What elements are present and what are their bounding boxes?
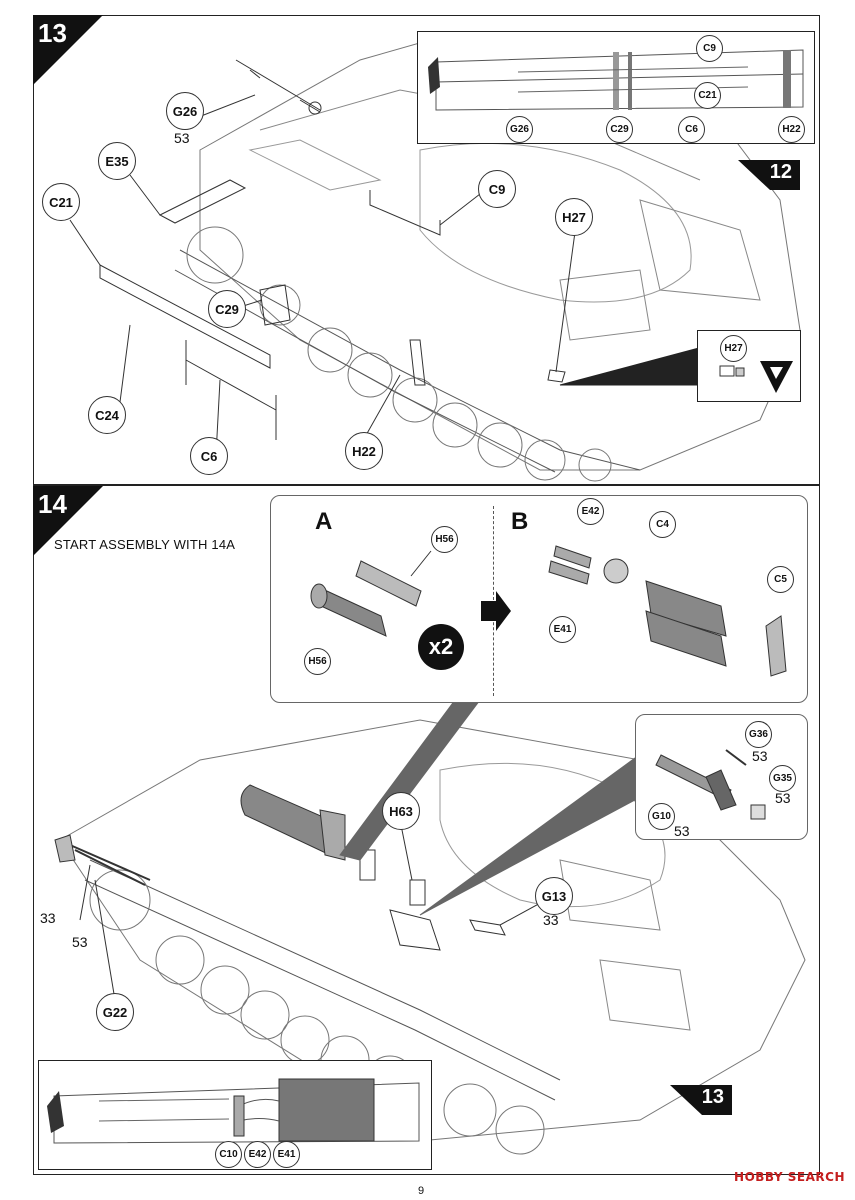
inset-side-drawing bbox=[428, 49, 804, 111]
inset-callout-e41: E41 bbox=[273, 1141, 300, 1168]
callout-g35: G35 bbox=[769, 765, 796, 792]
page-number: 9 bbox=[418, 1185, 425, 1197]
quantity-x2-badge: x2 bbox=[418, 624, 464, 670]
callout-g10: G10 bbox=[648, 803, 675, 830]
callout-c9: C9 bbox=[478, 170, 516, 208]
inset-right-drawing bbox=[655, 749, 766, 820]
callout-h27: H27 bbox=[555, 198, 593, 236]
inset-callout-c9: C9 bbox=[696, 35, 723, 62]
callout-e41-b: E41 bbox=[549, 616, 576, 643]
callout-h22: H22 bbox=[345, 432, 383, 470]
inset-callout-e42: E42 bbox=[244, 1141, 271, 1168]
callout-e42-b: E42 bbox=[577, 498, 604, 525]
detail-callout-h27: H27 bbox=[720, 335, 747, 362]
callout-c4: C4 bbox=[649, 511, 676, 538]
paint-code-g36: 53 bbox=[752, 748, 768, 764]
inset-callout-c21: C21 bbox=[694, 82, 721, 109]
inset-right-14: G36 53 G35 53 G10 53 bbox=[635, 714, 808, 840]
step-14-tab: 14 bbox=[33, 486, 103, 556]
previous-step-13-number: 13 bbox=[701, 1086, 724, 1108]
paint-code-left-33: 33 bbox=[40, 910, 56, 926]
paint-code-g13: 33 bbox=[543, 912, 559, 928]
callout-e35: E35 bbox=[98, 142, 136, 180]
sub-assembly-drawing bbox=[310, 545, 787, 677]
step-14-instruction: START ASSEMBLY WITH 14A bbox=[54, 537, 236, 552]
paint-code-g10: 53 bbox=[674, 823, 690, 839]
callout-c24: C24 bbox=[88, 396, 126, 434]
next-step-12-number: 12 bbox=[769, 161, 792, 183]
callout-g26: G26 bbox=[166, 92, 204, 130]
inset-side-view-13: C9 C21 G26 C29 C6 H22 bbox=[417, 31, 815, 144]
callout-g36: G36 bbox=[745, 721, 772, 748]
page-frame bbox=[33, 15, 820, 1175]
callout-g13: G13 bbox=[535, 877, 573, 915]
callout-c6: C6 bbox=[190, 437, 228, 475]
inset-callout-c10: C10 bbox=[215, 1141, 242, 1168]
step-divider bbox=[33, 484, 820, 486]
inset-bottom-drawing bbox=[47, 1078, 420, 1144]
callout-c29: C29 bbox=[208, 290, 246, 328]
paint-code-g26: 53 bbox=[174, 130, 190, 146]
next-step-12-tab: 12 bbox=[738, 160, 800, 190]
inset-detail-h27: H27 bbox=[697, 330, 801, 402]
detail-h27-drawing bbox=[719, 361, 793, 393]
inset-callout-c29: C29 bbox=[606, 116, 633, 143]
callout-h56-bottom: H56 bbox=[304, 648, 331, 675]
step-13-tab: 13 bbox=[33, 15, 103, 85]
callout-c5: C5 bbox=[767, 566, 794, 593]
sub-assembly-b-letter: B bbox=[511, 508, 529, 535]
watermark: HOBBY SEARCH bbox=[734, 1170, 845, 1184]
callout-h63: H63 bbox=[382, 792, 420, 830]
previous-step-13-tab: 13 bbox=[670, 1085, 732, 1115]
step-13-number: 13 bbox=[38, 18, 67, 48]
inset-callout-g26: G26 bbox=[506, 116, 533, 143]
callout-h56-top: H56 bbox=[431, 526, 458, 553]
paint-code-g35: 53 bbox=[775, 790, 791, 806]
inset-bottom-14: C10 E42 E41 bbox=[38, 1060, 432, 1170]
callout-c21: C21 bbox=[42, 183, 80, 221]
sub-assembly-a-letter: A bbox=[315, 508, 333, 535]
sub-assembly-panel: A B H56 H56 x2 E42 C4 E41 C5 bbox=[270, 495, 808, 703]
inset-callout-h22: H22 bbox=[778, 116, 805, 143]
step-14-number: 14 bbox=[38, 489, 67, 519]
inset-callout-c6: C6 bbox=[678, 116, 705, 143]
callout-g22: G22 bbox=[96, 993, 134, 1031]
paint-code-left-53: 53 bbox=[72, 934, 88, 950]
